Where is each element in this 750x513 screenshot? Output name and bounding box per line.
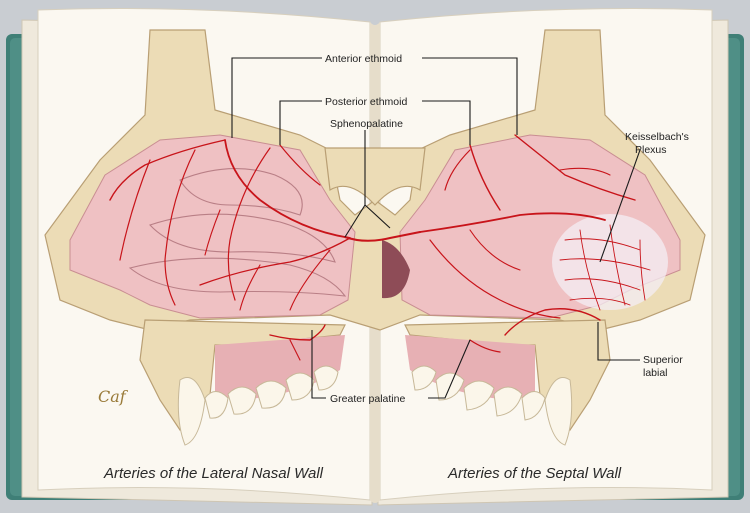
label-superior-labial-line1: Superior <box>643 354 683 366</box>
lateral-wall-mucosa <box>69 134 356 319</box>
label-superior-labial-line2: labial <box>643 367 668 379</box>
artist-signature: Caf <box>98 387 129 406</box>
label-sphenopalatine: Sphenopalatine <box>330 118 403 130</box>
leader-lines <box>231 57 641 399</box>
caption-septal-wall: Arteries of the Septal Wall <box>447 465 622 482</box>
choana <box>382 240 410 299</box>
label-anterior-ethmoid: Anterior ethmoid <box>325 53 402 65</box>
label-keisselbach-line1: Keisselbach's <box>625 131 689 143</box>
sphenoid-sinus <box>324 147 426 206</box>
left-teeth <box>177 365 339 446</box>
caption-lateral-nasal-wall: Arteries of the Lateral Nasal Wall <box>103 465 324 482</box>
arteries <box>109 134 651 361</box>
turbinates <box>128 168 347 297</box>
label-posterior-ethmoid: Posterior ethmoid <box>325 96 407 108</box>
label-greater-palatine: Greater palatine <box>330 393 405 405</box>
label-keisselbach-line2: Plexus <box>635 144 667 156</box>
